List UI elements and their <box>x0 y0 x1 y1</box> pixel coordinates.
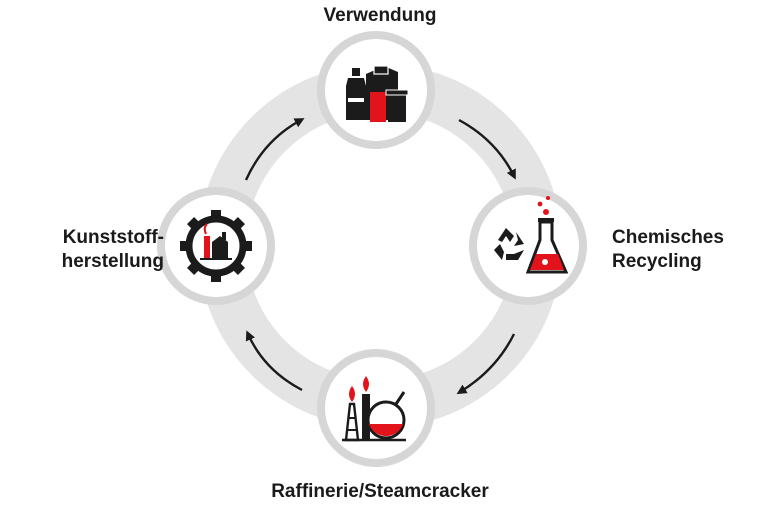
stage-label-raffinerie: Raffinerie/Steamcracker <box>0 480 760 504</box>
recycling-flask-icon <box>494 196 569 274</box>
stage-label-text: Raffinerie/Steamcracker <box>271 481 489 502</box>
gear-factory-icon <box>180 210 252 282</box>
arrow-top-right <box>458 118 516 180</box>
node-kunststoffherstellung <box>157 187 275 305</box>
stage-label-line-2: herstellung <box>61 251 164 272</box>
arrow-bottom-left <box>245 330 303 392</box>
refinery-flask-icon <box>342 376 406 442</box>
stage-label-line-2: Recycling <box>612 251 702 272</box>
packaging-products-icon <box>346 65 409 122</box>
node-raffinerie-steamcracker <box>317 349 435 467</box>
bubble-icon <box>543 209 549 215</box>
stage-label-line-1: Chemisches <box>612 227 724 248</box>
stage-label-chemisches-recycling: Chemisches Recycling <box>612 226 724 274</box>
stage-label-line-1: Kunststoff- <box>62 227 164 248</box>
stage-label-kunststoffherstellung: Kunststoff- herstellung <box>14 226 164 274</box>
stage-label-text: Verwendung <box>323 5 437 26</box>
arrow-bottom-right <box>456 333 516 395</box>
arrow-top-left <box>244 118 305 181</box>
stage-label-verwendung: Verwendung <box>0 4 760 28</box>
node-chemisches-recycling <box>469 187 587 305</box>
node-verwendung <box>317 31 435 149</box>
